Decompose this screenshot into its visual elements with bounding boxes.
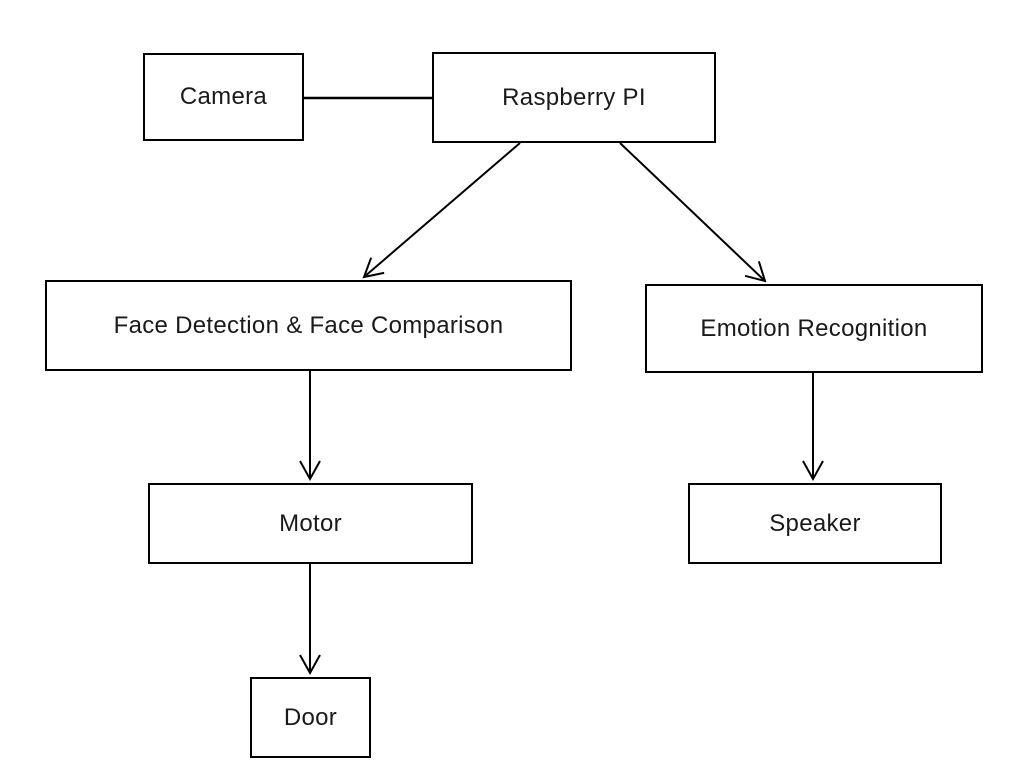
node-speaker: Speaker	[688, 483, 942, 564]
node-face-detection: Face Detection & Face Comparison	[45, 280, 572, 371]
node-speaker-label: Speaker	[769, 509, 861, 537]
node-motor: Motor	[148, 483, 473, 564]
node-raspberry-pi-label: Raspberry PI	[502, 83, 646, 111]
node-motor-label: Motor	[279, 509, 342, 537]
node-emotion-recognition-label: Emotion Recognition	[700, 314, 928, 342]
node-emotion-recognition: Emotion Recognition	[645, 284, 983, 373]
node-face-detection-label: Face Detection & Face Comparison	[113, 311, 504, 339]
node-camera-label: Camera	[179, 83, 268, 110]
node-door: Door	[250, 677, 371, 758]
node-camera: Camera	[143, 53, 304, 141]
node-door-label: Door	[283, 703, 338, 731]
edge-raspberry-pi-face-detection	[362, 142, 521, 279]
edge-raspberry-pi-emotion-recognition	[619, 142, 767, 283]
node-raspberry-pi: Raspberry PI	[432, 52, 716, 143]
